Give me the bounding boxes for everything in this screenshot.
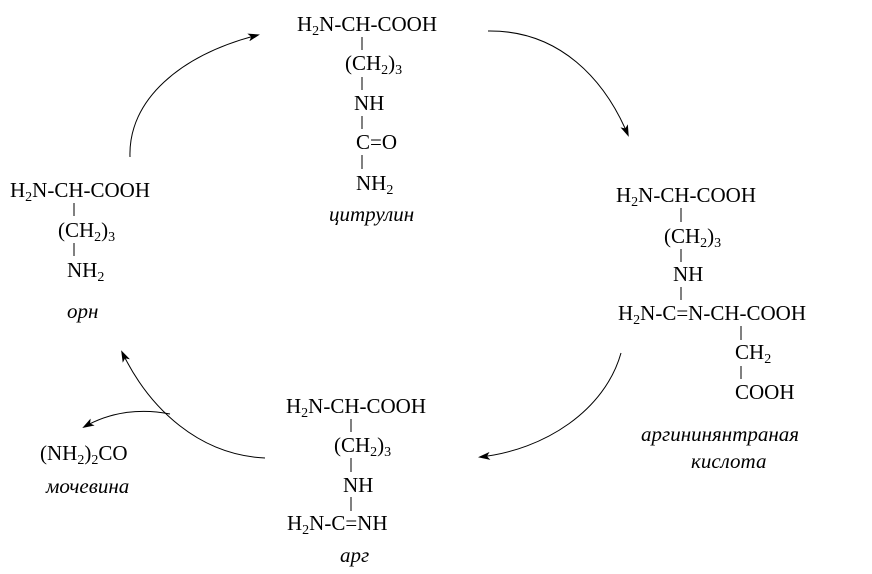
argininosuccinate-line-2: (CH2)3	[664, 224, 722, 251]
arginine-line-3: NH	[343, 473, 374, 497]
argininosuccinate-line-1: H2N-CH-COOH	[616, 183, 756, 210]
arginine-line-4: H2N-C=NH	[287, 511, 388, 538]
urea-label: мочевина	[46, 474, 130, 498]
arrow-citrulline-to-argininosuccinate	[487, 30, 629, 137]
argininosuccinate-label-1: аргининянтраная	[641, 422, 800, 446]
citrulline-label: цитрулин	[329, 202, 415, 226]
arrow-ornithine-to-citrulline	[129, 33, 260, 158]
arginine-line-1: H2N-CH-COOH	[286, 394, 426, 421]
argininosuccinate-line-5: CH2	[735, 340, 772, 367]
arginine-label: арг	[340, 543, 370, 567]
arginine-line-2: (CH2)3	[334, 433, 392, 460]
citrulline-line-1: H2N-CH-COOH	[297, 12, 437, 39]
ornithine-line-3: NH2	[67, 258, 105, 285]
ornithine-line-2: (CH2)3	[58, 218, 116, 245]
argininosuccinate-line-3: NH	[673, 262, 704, 286]
arrow-to-urea	[82, 410, 171, 428]
ornithine-line-1: H2N-CH-COOH	[10, 178, 150, 205]
citrulline-line-4: C=O	[356, 130, 398, 154]
argininosuccinate-line-6: COOH	[735, 380, 795, 404]
arrow-arginine-to-ornithine	[121, 350, 266, 459]
argininosuccinate-label-2: кислота	[691, 449, 767, 473]
arrow-argininosuccinate-to-arginine	[478, 352, 622, 460]
argininosuccinate-line-4: H2N-C=N-CH-COOH	[618, 301, 807, 328]
citrulline-line-2: (CH2)3	[345, 51, 403, 78]
urea-formula: (NH2)2CO	[40, 441, 128, 468]
citrulline-line-5: NH2	[356, 171, 394, 198]
bond-lines	[73, 37, 742, 511]
citrulline-line-3: NH	[354, 91, 385, 115]
ornithine-label: орн	[67, 299, 99, 323]
